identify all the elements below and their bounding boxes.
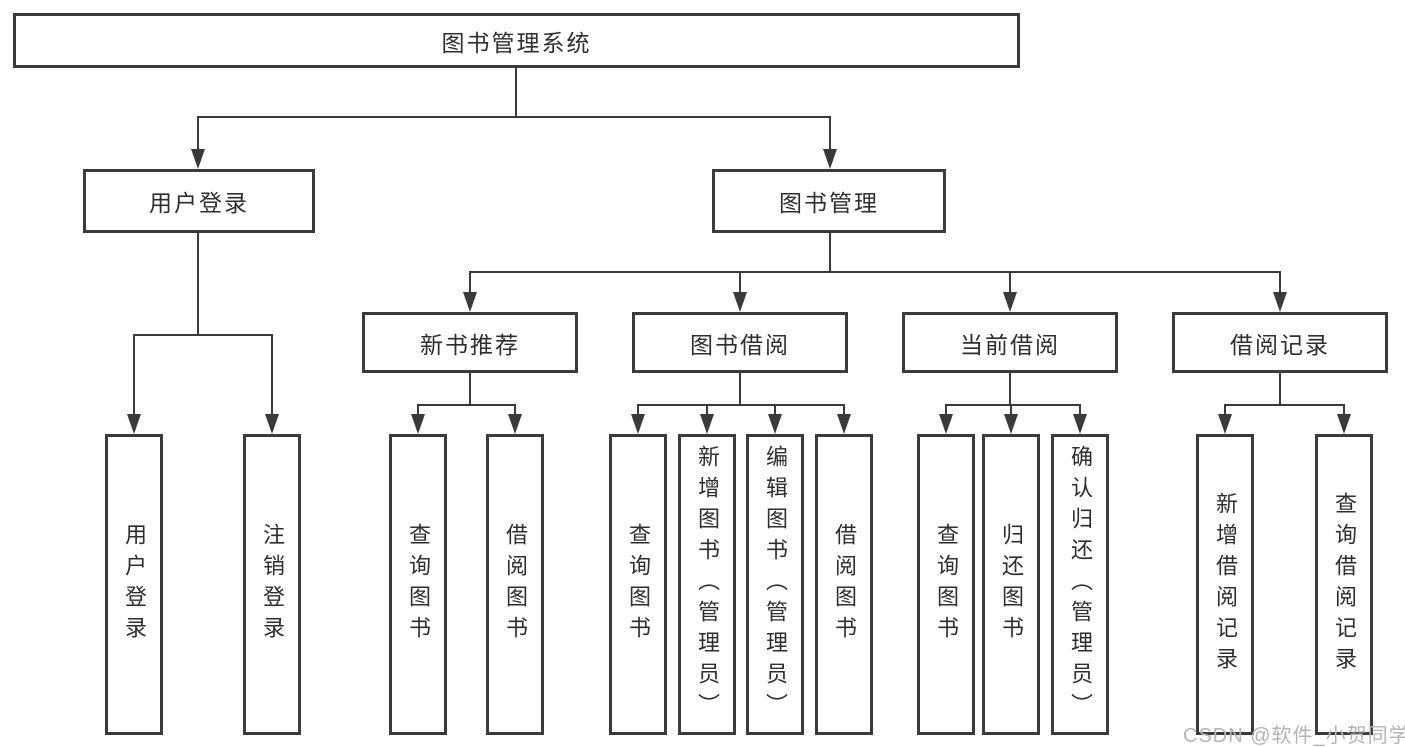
connector-borrow-records-stem <box>1279 373 1281 406</box>
node-root: 图书管理系统 <box>13 13 1020 68</box>
leaf-logout: 注销登录 <box>243 434 301 735</box>
connector-drop-b4 <box>843 404 845 416</box>
arrow-to-user-login <box>191 149 205 169</box>
arrow-to-b4 <box>837 414 851 434</box>
connector-book-management-stem <box>829 233 831 273</box>
leaf-query-books-3: 查询图书 <box>917 434 975 735</box>
connector-drop-book-management <box>829 116 831 152</box>
node-current-borrow: 当前借阅 <box>902 312 1118 373</box>
arrow-to-b3 <box>768 414 782 434</box>
connector-drop-c3 <box>1079 404 1081 416</box>
arrow-to-b2 <box>700 414 714 434</box>
connector-current-borrow-hline <box>945 404 1081 406</box>
arrow-to-c2 <box>1004 414 1018 434</box>
node-new-book-recommend: 新书推荐 <box>362 312 578 373</box>
arrow-to-a1 <box>411 414 425 434</box>
connector-root-stem <box>515 67 517 117</box>
connector-drop-c1 <box>945 404 947 416</box>
connector-drop-book-borrow <box>739 271 741 293</box>
connector-new-book-stem <box>469 373 471 406</box>
connector-user-login-hline <box>133 334 273 336</box>
arrow-to-current-borrow <box>1003 292 1017 312</box>
node-book-management: 图书管理 <box>712 169 946 233</box>
connector-new-book-hline <box>417 404 516 406</box>
connector-book-borrow-stem <box>739 373 741 406</box>
arrow-to-d1 <box>1218 414 1232 434</box>
connector-drop-leaf-logout <box>271 334 273 416</box>
connector-user-login-stem <box>197 233 199 336</box>
leaf-edit-book-admin: 编辑图书（管理员） <box>746 434 804 735</box>
arrow-to-c1 <box>939 414 953 434</box>
leaf-add-book-admin: 新增图书（管理员） <box>678 434 736 735</box>
connector-drop-new-book <box>469 271 471 293</box>
connector-drop-d1 <box>1224 404 1226 416</box>
arrow-to-book-borrow <box>733 292 747 312</box>
connector-current-borrow-stem <box>1009 373 1011 406</box>
leaf-query-books-2: 查询图书 <box>609 434 667 735</box>
leaf-add-borrow-record: 新增借阅记录 <box>1196 434 1254 735</box>
arrow-to-leaf-user-login <box>127 414 141 434</box>
connector-drop-borrow-records <box>1279 271 1281 293</box>
connector-drop-c2 <box>1010 404 1012 416</box>
connector-drop-leaf-user-login <box>133 334 135 416</box>
arrow-to-c3 <box>1073 414 1087 434</box>
connector-drop-user-login <box>197 116 199 152</box>
arrow-to-a2 <box>508 414 522 434</box>
connector-drop-b3 <box>774 404 776 416</box>
connector-l2-hline <box>197 116 831 118</box>
leaf-user-login: 用户登录 <box>105 434 163 735</box>
leaf-borrow-books: 借阅图书 <box>486 434 544 735</box>
connector-drop-a2 <box>514 404 516 416</box>
arrow-to-d2 <box>1337 414 1351 434</box>
connector-book-borrow-hline <box>637 404 845 406</box>
connector-drop-b1 <box>637 404 639 416</box>
connector-drop-a1 <box>417 404 419 416</box>
arrow-to-leaf-logout <box>265 414 279 434</box>
leaf-confirm-return-admin: 确认归还（管理员） <box>1051 434 1109 735</box>
node-borrow-records: 借阅记录 <box>1172 312 1388 373</box>
leaf-query-borrow-record: 查询借阅记录 <box>1315 434 1373 735</box>
arrow-to-b1 <box>631 414 645 434</box>
node-user-login: 用户登录 <box>83 169 315 233</box>
connector-drop-d2 <box>1343 404 1345 416</box>
csdn-watermark: CSDN @软件_小贺同学 <box>1183 725 1405 747</box>
leaf-return-books: 归还图书 <box>982 434 1040 735</box>
arrow-to-book-management <box>823 149 837 169</box>
leaf-query-books: 查询图书 <box>389 434 447 735</box>
arrow-to-new-book <box>463 292 477 312</box>
connector-borrow-records-hline <box>1224 404 1345 406</box>
connector-drop-b2 <box>706 404 708 416</box>
leaf-borrow-books-2: 借阅图书 <box>815 434 873 735</box>
node-book-borrow: 图书借阅 <box>632 312 848 373</box>
connector-l3-hline <box>469 271 1281 273</box>
arrow-to-borrow-records <box>1273 292 1287 312</box>
connector-drop-current-borrow <box>1009 271 1011 293</box>
